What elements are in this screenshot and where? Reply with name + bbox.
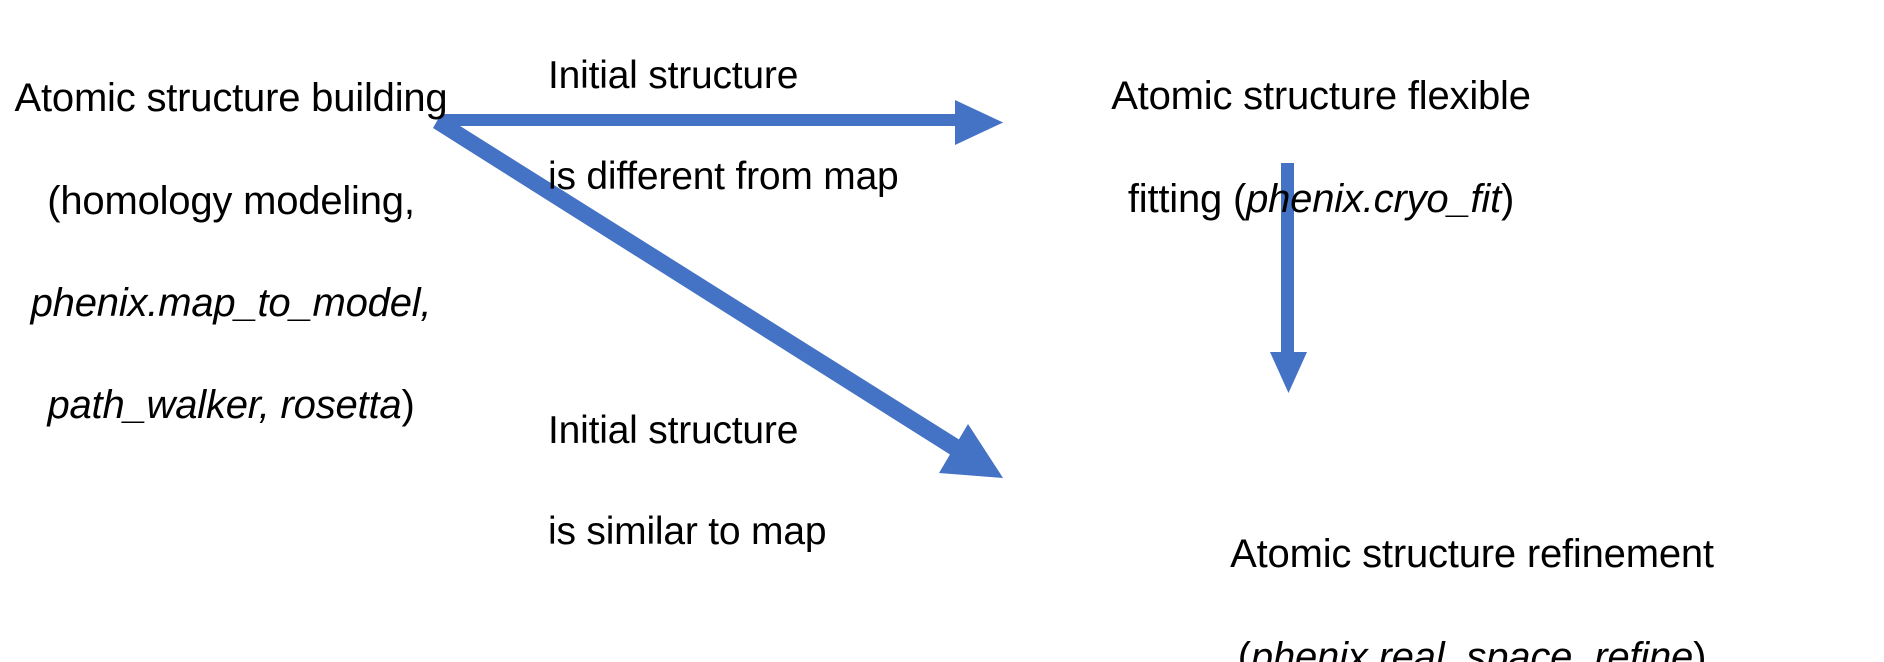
node-flexible-command: phenix.cryo_fit [1246,176,1502,221]
edge-label-initial-structure-different: Initial structure is different from map [548,0,948,253]
arrow-build-to-flexible-fitting [441,100,1003,145]
arrow-flexible-fitting-to-refinement [1270,163,1307,393]
node-flexible-line-2: fitting (phenix.cryo_fit) [1086,174,1556,225]
node-atomic-structure-flexible-fitting: Atomic structure flexible fitting (pheni… [1086,20,1556,276]
edge-label-different-line-1: Initial structure [548,53,799,97]
node-flexible-suffix: ) [1501,176,1515,221]
node-refine-suffix: ) [1693,634,1707,662]
node-build-line-4-tail: ) [401,383,415,428]
node-refine-line-1: Atomic structure refinement [1230,532,1714,577]
edge-label-different-line-2: is different from map [548,155,899,199]
node-flexible-prefix: fitting ( [1127,176,1247,221]
node-refine-command: phenix.real_space_refine [1250,634,1694,662]
node-build-line-4-italic: path_walker, rosetta [47,383,402,428]
arrow-build-to-refinement [433,114,1003,478]
node-build-line-4: path_walker, rosetta) [6,380,456,431]
node-build-line-1: Atomic structure building [14,76,448,121]
node-refine-prefix: ( [1237,634,1251,662]
node-refine-line-2: (phenix.real_space_refine) [1060,632,1884,662]
node-flexible-line-1: Atomic structure flexible [1111,74,1531,119]
node-atomic-structure-refinement: Atomic structure refinement (phenix.real… [1060,478,1884,662]
edge-label-initial-structure-similar: Initial structure is similar to map [548,355,948,608]
node-build-line-3: phenix.map_to_model, [30,280,432,325]
node-build-line-2: (homology modeling, [47,178,415,223]
edge-label-similar-line-1: Initial structure [548,408,799,452]
node-atomic-structure-building: Atomic structure building (homology mode… [6,22,456,483]
edge-label-similar-line-2: is similar to map [548,510,827,554]
